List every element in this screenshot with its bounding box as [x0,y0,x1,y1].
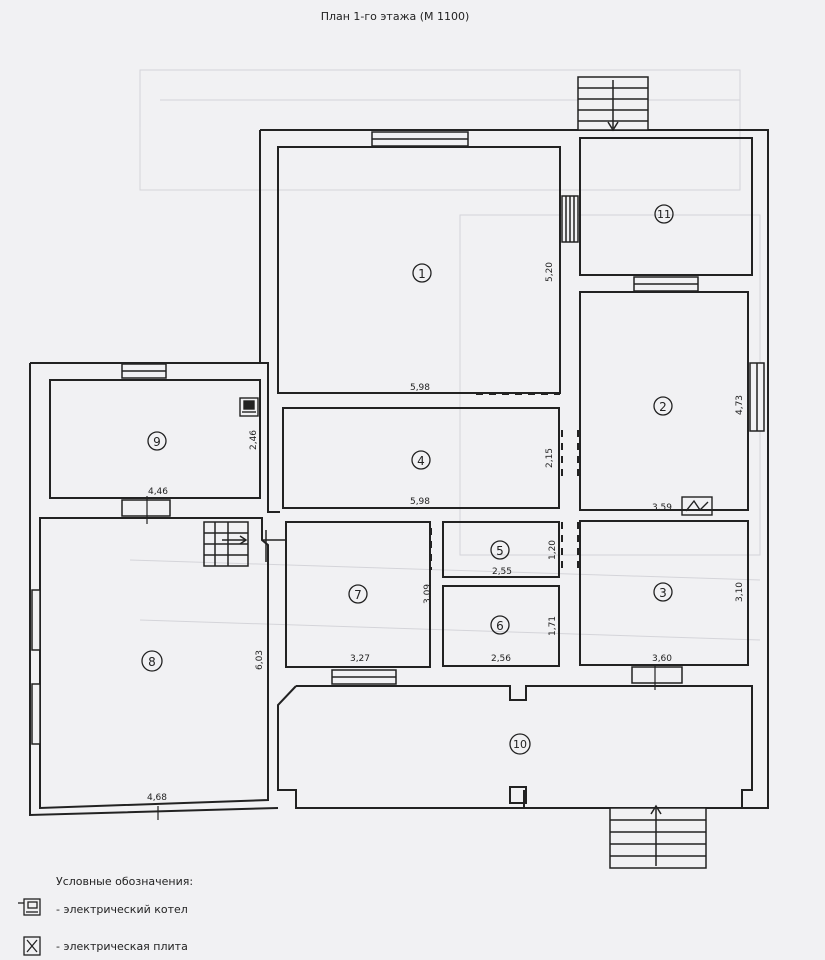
dim-r5-height: 1,20 [548,540,558,560]
room-10-number: 10 [513,738,527,751]
dim-r2-height: 4,73 [735,395,745,415]
dim-r2-width: 3,59 [652,503,672,513]
room-2-number: 2 [659,400,667,414]
room-3-number: 3 [659,586,667,600]
dim-r6-height: 1,71 [548,616,558,636]
dim-r8-width: 4,68 [147,793,167,803]
windows [31,131,765,745]
electric-boiler-icon [18,898,41,916]
room-4-number: 4 [417,454,425,468]
electric-boiler-icon [239,397,259,417]
room-7-number: 7 [354,588,362,602]
door-openings [430,393,579,587]
dim-r6-width: 2,56 [491,654,511,664]
room-11-number: 11 [657,208,671,221]
dim-r1-width: 5,98 [410,383,430,393]
dimension-ticks [146,496,656,820]
walls [29,129,769,817]
stairs-bottom [609,804,707,869]
dim-r4-height: 2,15 [545,448,555,468]
dim-r1-height: 5,20 [545,262,555,282]
room-8-number: 8 [148,655,156,669]
dim-r7-height: 3,09 [423,584,433,604]
dim-r3-width: 3,60 [652,654,672,664]
dim-r5-width: 2,55 [492,567,512,577]
stairs-interior [203,521,286,567]
dim-r9-width: 4,46 [148,487,168,497]
stairs-top [577,76,649,132]
dim-r3-height: 3,10 [735,582,745,602]
dim-r7-width: 3,27 [350,654,370,664]
legend: Условные обозначения: - электрический ко… [18,875,193,956]
legend-title: Условные обозначения: [56,875,193,888]
electric-stove-icon [681,496,713,516]
electric-stove-icon [23,936,41,956]
legend-stove-label: - электрическая плита [56,940,188,953]
dim-r4-width: 5,98 [410,497,430,507]
room-5-number: 5 [496,544,504,558]
room-6-number: 6 [496,619,504,633]
plan-title: План 1-го этажа (М 1100) [321,10,470,23]
room-markers [141,204,674,755]
legend-boiler-label: - электрический котел [56,903,188,916]
room-9-number: 9 [153,435,161,449]
dim-r9-height: 2,46 [249,430,259,450]
dim-r8-height: 6,03 [255,650,265,670]
room-1-number: 1 [418,267,426,281]
